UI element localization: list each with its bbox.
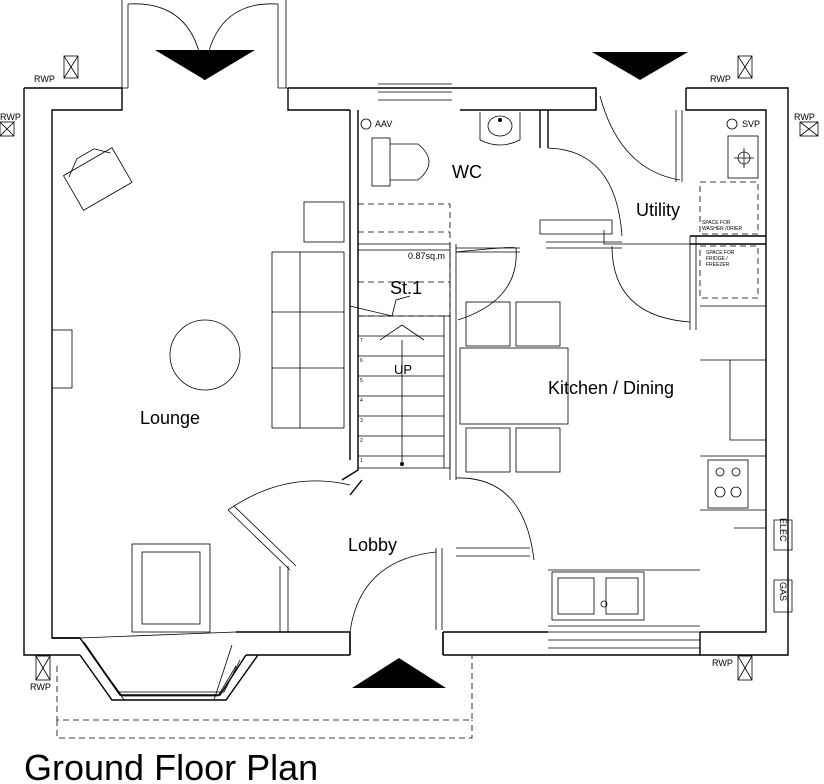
stair-step-5: 5	[360, 378, 363, 384]
stair-step-7: 7	[360, 338, 363, 344]
dining-table	[459, 301, 569, 473]
washer-label-line2: WASHER /DRIER	[702, 226, 742, 232]
toilet-icon	[371, 137, 430, 187]
room-label-utility: Utility	[636, 200, 680, 220]
outer-walls	[23, 83, 793, 656]
room-label-wc: WC	[452, 162, 482, 182]
french-doors	[121, 0, 288, 89]
room-label-lounge: Lounge	[140, 408, 200, 428]
basin-icon	[479, 112, 521, 146]
lounge-furniture	[51, 147, 345, 633]
elec-label: ELEC	[778, 518, 788, 542]
fridge-label-line3: FREEZER	[706, 262, 730, 268]
gas-label: GAS	[778, 582, 788, 601]
fridge-label-line2: FRIDGE /	[706, 256, 728, 262]
stair-step-2: 2	[360, 438, 363, 444]
entrance-arrow-front	[352, 658, 446, 688]
stair-step-4: 4	[360, 398, 363, 404]
fridge-label-line1: SPACE FOR	[706, 250, 735, 256]
stair-step-6: 6	[360, 358, 363, 364]
rwp-label-top-right: RWP	[710, 74, 731, 84]
room-label-kitchen-dining: Kitchen / Dining	[548, 378, 674, 398]
kitchen-units	[548, 305, 766, 627]
entrance-arrow-top	[155, 50, 255, 80]
interior-door-swings	[227, 147, 691, 561]
room-label-lobby: Lobby	[348, 535, 397, 555]
washer-label-line1: SPACE FOR	[702, 220, 731, 226]
staircase	[349, 203, 451, 469]
rwp-label-bottom-right: RWP	[712, 658, 733, 668]
svp-icon	[726, 118, 738, 130]
rwp-label-bottom-left: RWP	[30, 682, 51, 692]
stairs-area-label: 0.87sq.m	[408, 251, 445, 261]
rwp-label-right: RWP	[794, 112, 815, 122]
front-door-swing	[349, 551, 437, 633]
porch-outline	[56, 655, 473, 721]
stair-step-3: 3	[360, 418, 363, 424]
rwp-label-top-left: RWP	[34, 74, 55, 84]
washer-space	[699, 181, 759, 235]
rwp-markers	[0, 55, 819, 681]
room-label-stairs: St.1	[390, 278, 422, 298]
page-title: Ground Floor Plan	[24, 747, 318, 784]
utility-sink-icon	[727, 135, 759, 179]
fridge-space	[699, 245, 759, 299]
stairs-up-label: UP	[394, 362, 412, 377]
bay-window	[52, 631, 259, 701]
utility-door-swing	[599, 95, 681, 181]
aav-label: AAV	[375, 119, 392, 129]
stair-step-1: 1	[360, 458, 363, 464]
svp-label: SVP	[742, 119, 760, 129]
aav-icon	[360, 118, 372, 130]
rwp-label-left: RWP	[0, 112, 21, 122]
entrance-arrow-utility	[592, 52, 688, 80]
interior-walls	[227, 110, 766, 632]
